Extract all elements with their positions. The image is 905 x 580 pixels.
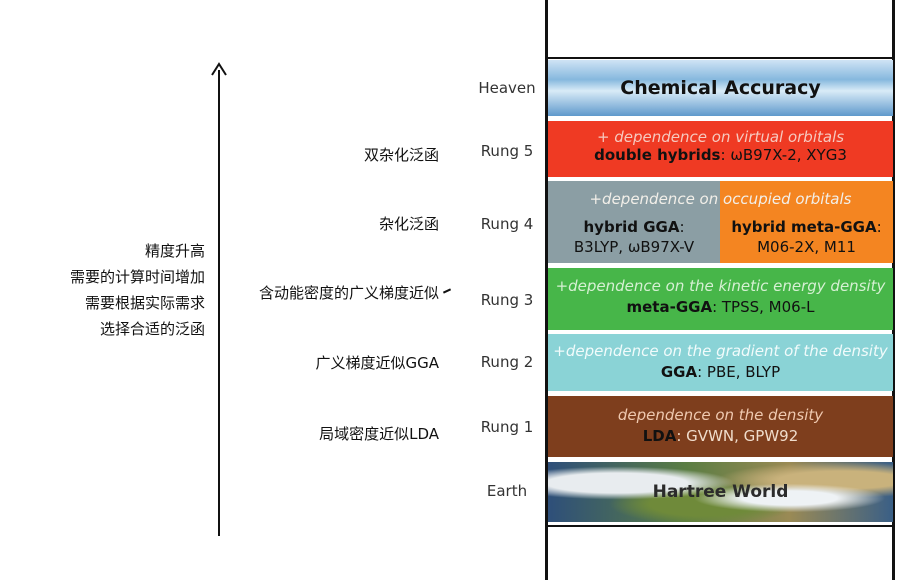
rung4-right-method: hybrid meta-GGA (731, 218, 877, 236)
rung2-method: GGA (660, 363, 698, 381)
cn-rung2: 广义梯度近似GGA (315, 354, 439, 372)
earth-box: Hartree World (548, 462, 893, 522)
rung3-method: meta-GGA (626, 298, 713, 316)
rung4-left-panel (548, 181, 720, 263)
rung2-dependence: +dependence on the gradient of the densi… (553, 342, 888, 360)
ladder-bar (547, 525, 894, 527)
rung4-right-text: hybrid meta-GGA: M06-2X, M11 (720, 217, 893, 257)
label-rung2: Rung 2 (480, 353, 534, 371)
rung4-right-panel (720, 181, 893, 263)
rung4-left-colon: : (679, 218, 685, 236)
rung1-box: dependence on the density LDA: GVWN, GPW… (548, 396, 893, 457)
rung2-box: +dependence on the gradient of the densi… (548, 334, 893, 391)
rung4-left-text: hybrid GGA: B3LYP, ωB97X-V (548, 217, 720, 257)
rung4-right-colon: : (876, 218, 882, 236)
rung3-box: +dependence on the kinetic energy densit… (548, 268, 893, 330)
heaven-title: Chemical Accuracy (620, 77, 821, 99)
precision-arrow-shaft (218, 70, 220, 536)
cn-rung3: 含动能密度的广义梯度近似 (258, 284, 439, 302)
note-choose: 选择合适的泛函 (99, 320, 205, 338)
rung3-tick-mark (442, 288, 452, 294)
cn-rung1: 局域密度近似LDA (319, 425, 439, 443)
rung4-dependence: +dependence on occupied orbitals (589, 190, 852, 208)
ladder-bar (547, 57, 894, 59)
label-rung4: Rung 4 (480, 215, 534, 233)
heaven-box: Chemical Accuracy (548, 60, 893, 116)
rung5-line: double hybrids: ωB97X-2, XYG3 (548, 146, 893, 164)
rung1-examples: : GVWN, GPW92 (676, 427, 799, 445)
rung4-right-examples: M06-2X, M11 (757, 238, 856, 256)
rung1-method: LDA (642, 427, 677, 445)
rung4-box: +dependence on occupied orbitals hybrid … (548, 181, 893, 263)
rung5-examples: : ωB97X-2, XYG3 (720, 146, 847, 164)
rung1-dependence: dependence on the density (617, 406, 824, 424)
rung5-method: double hybrids (594, 146, 721, 164)
note-compute-time: 需要的计算时间增加 (69, 268, 205, 286)
rung4-left-method: hybrid GGA (583, 218, 680, 236)
arrow-up-icon (211, 62, 227, 76)
rung2-examples: : PBE, BLYP (697, 363, 781, 381)
note-precision: 精度升高 (144, 242, 205, 260)
label-heaven: Heaven (478, 79, 536, 97)
cn-rung5: 双杂化泛函 (363, 146, 439, 164)
rung3-dependence: +dependence on the kinetic energy densit… (555, 277, 886, 295)
ladder-rail-right (892, 0, 895, 580)
label-earth: Earth (486, 482, 528, 500)
rung1-line: LDA: GVWN, GPW92 (548, 427, 893, 445)
rung5-box: + dependence on virtual orbitals double … (548, 121, 893, 177)
rung2-line: GGA: PBE, BLYP (548, 363, 893, 381)
cn-rung4: 杂化泛函 (378, 215, 439, 233)
note-needs: 需要根据实际需求 (84, 294, 205, 312)
rung3-line: meta-GGA: TPSS, M06-L (548, 298, 893, 316)
label-rung5: Rung 5 (480, 142, 534, 160)
rung3-examples: : TPSS, M06-L (712, 298, 815, 316)
rung4-left-examples: B3LYP, ωB97X-V (573, 238, 695, 256)
ladder-rail-left (545, 0, 548, 580)
label-rung1: Rung 1 (480, 418, 534, 436)
earth-title: Hartree World (652, 482, 789, 502)
rung5-dependence: + dependence on virtual orbitals (596, 128, 845, 146)
label-rung3: Rung 3 (480, 291, 534, 309)
